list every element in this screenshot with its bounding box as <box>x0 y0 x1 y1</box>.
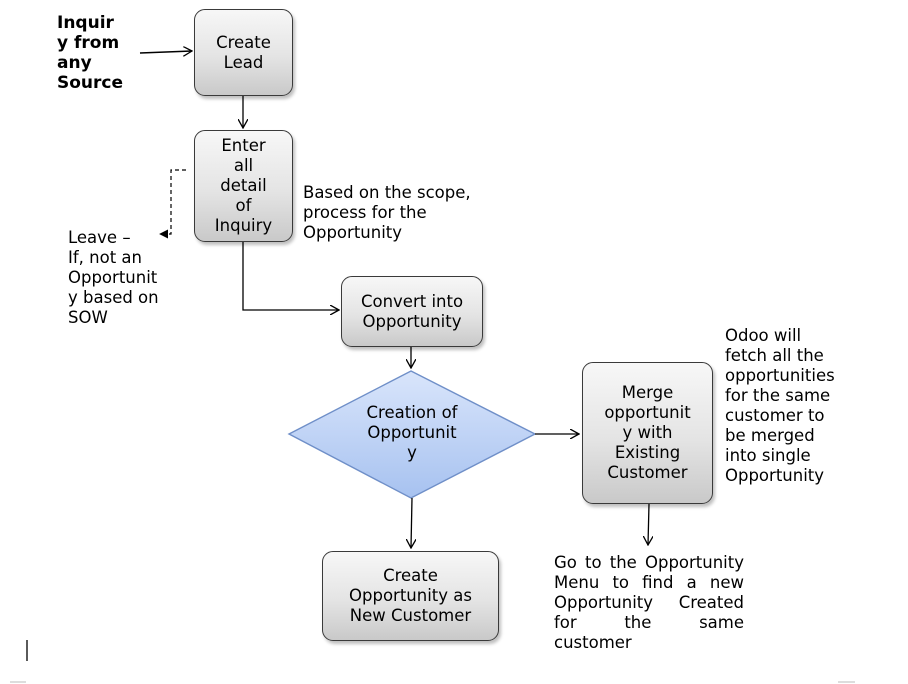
enter-details-box: Enter all detail of Inquiry <box>194 130 293 242</box>
leave-note: Leave – If, not an Opportunit y based on… <box>68 228 159 327</box>
arrow-details-to-leave <box>159 169 186 239</box>
create-new-customer-box: Create Opportunity as New Customer <box>322 551 499 641</box>
scope-note: Based on the scope, process for the Oppo… <box>303 183 471 242</box>
arrow-creation-to-new-customer <box>411 497 412 548</box>
create-lead-box: Create Lead <box>194 9 293 96</box>
merge-opportunity-box: Merge opportunit y with Existing Custome… <box>582 362 713 504</box>
arrow-source-to-lead <box>139 51 192 53</box>
odoo-merge-note: Odoo will fetch all the opportunities fo… <box>725 326 835 485</box>
creation-diamond-label: Creation of Opportunit y <box>366 403 458 462</box>
convert-opportunity-box: Convert into Opportunity <box>341 276 483 347</box>
inquiry-source-note: Inquir y from any Source <box>57 13 124 93</box>
goto-opportunity-note: Go to the Opportunity Menu to find a new… <box>554 553 744 652</box>
arrow-details-to-convert <box>242 242 339 310</box>
creation-diamond <box>287 370 537 499</box>
arrow-merge-to-goto <box>648 503 649 545</box>
